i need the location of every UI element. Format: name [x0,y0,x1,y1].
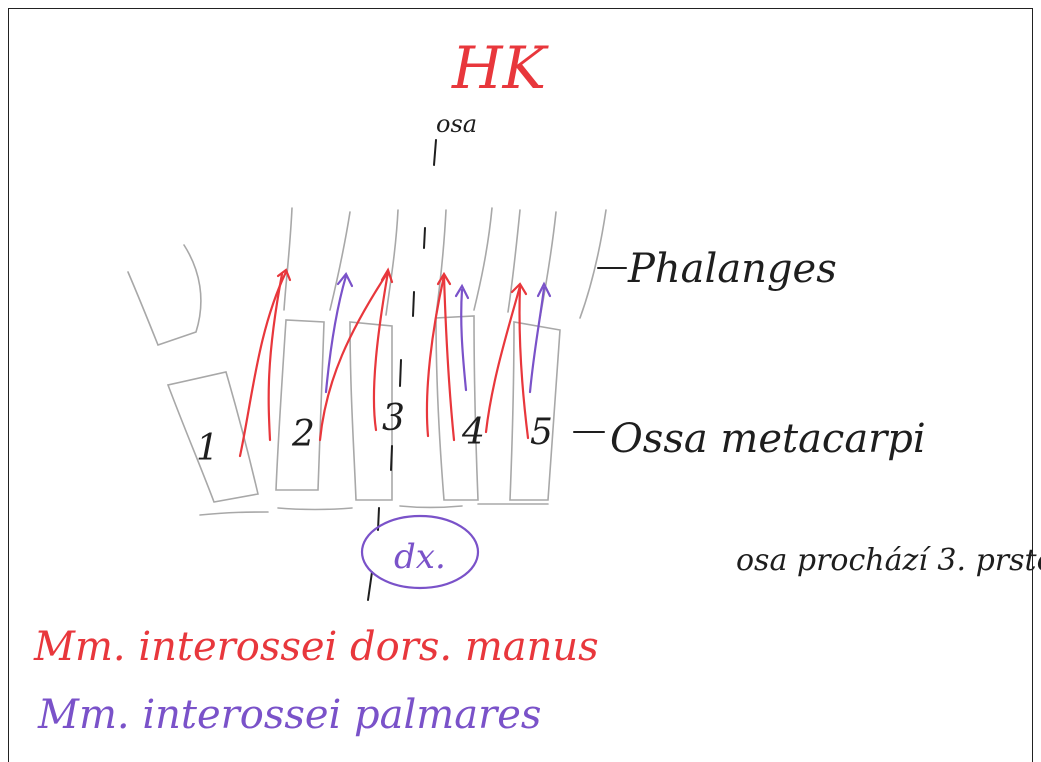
metacarpal-2 [275,319,325,491]
red-arrow [238,270,288,458]
axis-tick [423,227,426,249]
side-circle [360,514,480,590]
red-arrow [425,274,446,438]
red-arrowhead [276,268,292,282]
phalanges-label: Phalanges [627,246,837,292]
purple-arrowhead [336,271,354,288]
purple-arrows [324,271,552,394]
phalanges-sketch [127,207,607,347]
axis-tick-top [433,139,437,166]
red-arrow [318,270,390,442]
red-arrowhead [436,271,452,286]
axis-tick [412,291,415,317]
purple-arrow [528,286,546,394]
red-arrows [238,267,530,458]
metacarpal-3 [349,321,393,501]
metacarpal-1 [166,371,259,503]
phalanx-line [473,207,493,311]
red-arrow [518,284,530,440]
legend-red-dorsal: Mm. interossei dors. manus [33,624,599,670]
purple-arrow [324,274,348,394]
red-arrowhead [380,267,394,284]
metacarpal-4 [435,315,479,501]
axis-tick [390,445,393,471]
red-arrowhead [510,282,528,296]
side-label-dx: dx. [394,537,446,577]
phalanx-line [507,209,521,313]
axis-note: osa prochází 3. prstem [736,543,1041,578]
red-arrow [484,284,522,434]
finger-number-2: 2 [291,414,315,455]
phalanx-line [579,209,607,319]
axis-tick [399,359,402,387]
purple-arrow [460,288,468,392]
axis-tick [367,571,373,601]
purple-arrowhead [454,283,470,300]
red-arrow [267,272,284,442]
finger-number-3: 3 [382,398,405,439]
frame-border-right [1032,8,1033,762]
phalanx-line [329,211,351,311]
frame-border-left [8,8,9,762]
finger-number-4: 4 [461,412,485,453]
metacarpal-base-line [399,505,463,509]
legend-purple-palmar: Mm. interossei palmares [37,692,541,738]
red-arrow [372,270,390,432]
finger-number-1: 1 [196,428,219,469]
metacarpal-base-line [199,511,269,516]
metacarpal-5 [509,321,561,501]
finger-number-5: 5 [530,412,553,453]
phalanx-line [385,209,399,316]
metacarpal-base-line [277,507,353,511]
title-hk: HK [451,34,550,102]
metacarpals-label: Ossa metacarpi [610,416,926,462]
thumb-phalanx [127,244,202,347]
purple-arrowhead [536,281,552,298]
axis-label-osa: osa [436,110,477,138]
frame-border-top [8,8,1033,9]
metacarpals-sketch [166,315,561,516]
phalanx-line [283,207,293,311]
red-arrow [442,274,456,442]
